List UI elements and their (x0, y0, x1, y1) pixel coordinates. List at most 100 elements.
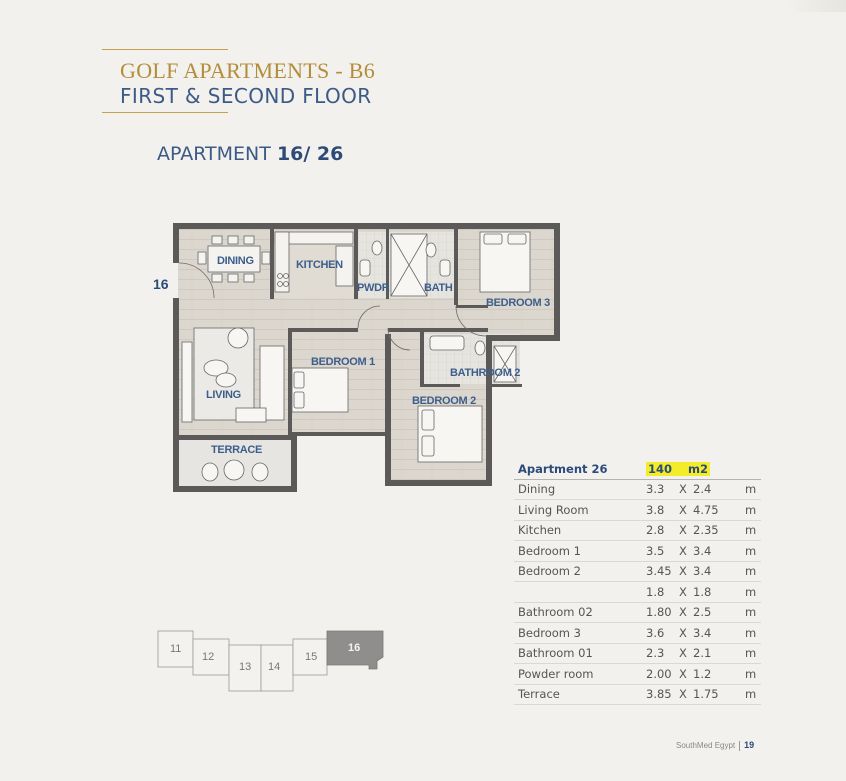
room-label-kitchen: KITCHEN (296, 259, 343, 271)
room-label-dining: DINING (217, 255, 254, 267)
page-corner-shadow (786, 0, 846, 12)
specs-room-length: 3.4 (693, 540, 745, 562)
specs-room-times: X (679, 520, 693, 541)
title-rule-top (102, 49, 228, 50)
specs-room-unit: m (745, 643, 761, 664)
specs-header-row: Apartment 26 140 m2 (514, 459, 761, 480)
specs-room-name: Kitchen (514, 520, 646, 541)
specs-room-unit: m (745, 622, 761, 644)
living-furniture (181, 327, 285, 423)
specs-room-times: X (679, 540, 693, 562)
specs-area-unit: m2 (688, 461, 709, 476)
specs-room-name: Dining (514, 479, 646, 500)
specs-room-length: 3.4 (693, 561, 745, 582)
specs-room-length: 2.4 (693, 479, 745, 500)
room-label-terrace: TERRACE (211, 444, 262, 456)
specs-room-times: X (679, 643, 693, 664)
title-rule-bottom (102, 112, 228, 113)
floor-plan: DINING KITCHEN PWDR BATH BEDROOM 3 LIVIN… (173, 223, 560, 492)
specs-room-unit: m (745, 561, 761, 582)
keyplan-unit-14 (260, 644, 294, 692)
specs-room-length: 4.75 (693, 499, 745, 521)
kitchen-counter (274, 231, 354, 293)
keyplan-unit-11 (157, 630, 194, 668)
page-title: GOLF APARTMENTS - B6 (120, 58, 376, 83)
specs-room-width: 3.45 (646, 561, 679, 582)
specs-apartment-area: 140 m2 (646, 459, 761, 480)
specs-room-width: 3.6 (646, 622, 679, 644)
specs-room-width: 2.8 (646, 520, 679, 541)
specs-room-length: 1.75 (693, 684, 745, 705)
specs-room-length: 2.5 (693, 602, 745, 623)
room-label-living: LIVING (206, 389, 241, 401)
page-subtitle: FIRST & SECOND FLOOR (120, 84, 372, 108)
specs-room-name: Living Room (514, 499, 646, 521)
specs-room-unit: m (745, 663, 761, 685)
specs-room-unit: m (745, 581, 761, 603)
specs-room-name: Powder room (514, 663, 646, 685)
page-footer: SouthMed Egypt 19 (676, 740, 754, 751)
footer-separator (739, 740, 741, 751)
specs-room-width: 3.8 (646, 499, 679, 521)
specs-room-name (514, 581, 646, 603)
specs-area-value: 140 (648, 461, 673, 476)
specs-room-width: 1.80 (646, 602, 679, 623)
specs-room-times: X (679, 499, 693, 521)
specs-room-unit: m (745, 520, 761, 541)
dining-table (197, 235, 271, 283)
page-number: 19 (744, 740, 755, 750)
keyplan-unit-15 (292, 638, 328, 676)
specs-room-unit: m (745, 684, 761, 705)
keyplan-label-13: 13 (239, 661, 251, 673)
keyplan-unit-12 (192, 638, 230, 676)
specs-room-length: 1.2 (693, 663, 745, 685)
specs-room-name: Bathroom 02 (514, 602, 646, 623)
specs-room-times: X (679, 684, 693, 705)
specs-apartment-name: Apartment 26 (514, 459, 646, 480)
specs-room-times: X (679, 561, 693, 582)
keyplan-unit-16 (326, 630, 384, 670)
door-swings (178, 262, 487, 351)
specs-room-unit: m (745, 499, 761, 521)
room-label-bath: BATH (424, 282, 453, 294)
apartment-title: APARTMENT 16/ 26 (157, 143, 343, 165)
specs-room-length: 1.8 (693, 581, 745, 603)
room-label-pwdr: PWDR (357, 282, 390, 294)
keyplan-label-15: 15 (305, 651, 317, 663)
apartment-prefix: APARTMENT (157, 143, 271, 165)
room-label-bedroom2: BEDROOM 2 (412, 395, 476, 407)
walls (173, 223, 560, 492)
specs-room-length: 2.35 (693, 520, 745, 541)
terrace-furniture (201, 459, 269, 482)
specs-room-name: Terrace (514, 684, 646, 705)
room-label-bedroom3: BEDROOM 3 (486, 297, 550, 309)
specs-room-times: X (679, 622, 693, 644)
specs-room-unit: m (745, 540, 761, 562)
footer-brand: SouthMed Egypt (676, 741, 736, 750)
specs-room-times: X (679, 602, 693, 623)
specs-room-name: Bathroom 01 (514, 643, 646, 664)
specs-room-length: 2.1 (693, 643, 745, 664)
specs-room-width: 3.3 (646, 479, 679, 500)
keyplan-label-12: 12 (202, 651, 214, 663)
specs-room-times: X (679, 581, 693, 603)
specs-room-times: X (679, 479, 693, 500)
apartment-number: 16/ 26 (276, 143, 344, 165)
specs-room-unit: m (745, 602, 761, 623)
bath-fixtures (359, 233, 517, 383)
specs-room-width: 3.5 (646, 540, 679, 562)
specs-room-name: Bedroom 1 (514, 540, 646, 562)
key-plan: 11 12 13 14 15 16 (157, 630, 384, 692)
specs-room-width: 2.00 (646, 663, 679, 685)
